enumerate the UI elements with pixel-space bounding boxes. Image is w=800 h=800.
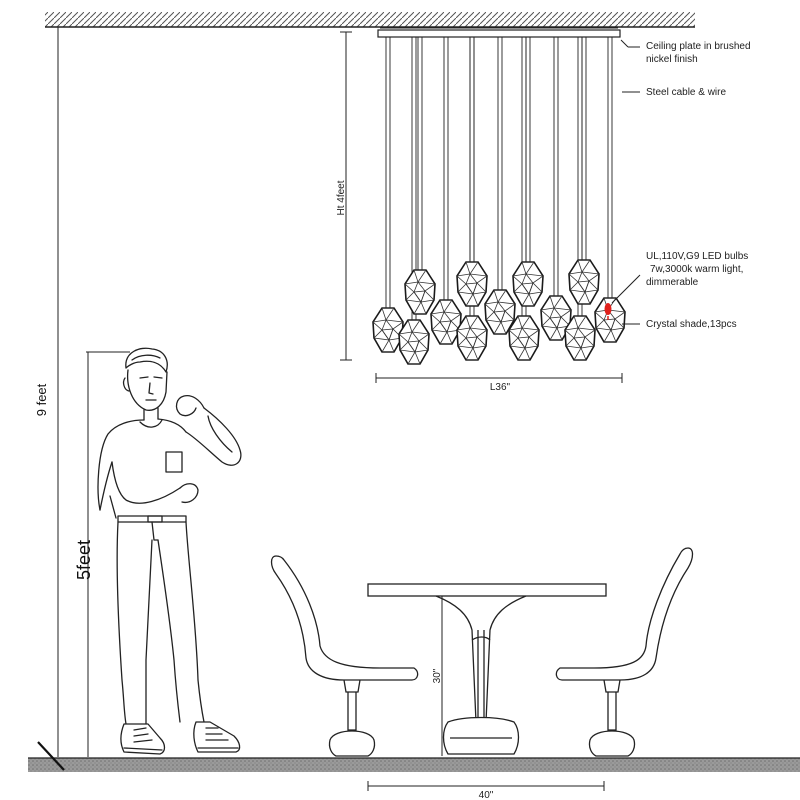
crystal-shade [564, 315, 597, 361]
steel-cable-label: Steel cable & wire [646, 87, 726, 98]
person-height-dimension: 5feet [74, 351, 130, 757]
ceiling-plate-label-2: nickel finish [646, 54, 698, 65]
fixture-height-dimension: Ht 4feet [336, 31, 352, 361]
bulbs-label-3: dimmerable [646, 277, 699, 288]
person-height-label: 5feet [74, 540, 94, 580]
bistro-table [367, 583, 607, 755]
crystal-shade [484, 289, 517, 335]
crystal-shade [568, 259, 601, 305]
crystal-shade [540, 295, 573, 341]
table-height-dimension: 30" [432, 596, 443, 756]
crystal-shade [456, 315, 489, 361]
crystal-shade [398, 319, 431, 365]
crystal-shade-label: Crystal shade,13pcs [646, 319, 737, 330]
bulbs-label-2: 7w,3000k warm light, [650, 264, 743, 275]
crystal-shades [372, 259, 627, 365]
ceiling-height-dimension: 9 feet [34, 27, 59, 757]
ceiling-height-label: 9 feet [34, 383, 49, 416]
table-height-label: 30" [432, 668, 443, 683]
fixture-length-label: L36" [490, 382, 511, 393]
crystal-shade [508, 315, 541, 361]
fixture-length-dimension: L36" [375, 373, 623, 393]
ceiling-plate [377, 27, 621, 38]
crystal-shade [430, 299, 463, 345]
fixture-height-label: Ht 4feet [336, 180, 347, 215]
table-width-dimension: 40" [367, 781, 605, 800]
right-chair [555, 547, 694, 757]
ceiling-plate-label-1: Ceiling plate in brushed [646, 41, 751, 52]
led-bulb-highlight [604, 303, 612, 320]
callout-ceiling-plate: Ceiling plate in brushed nickel finish [620, 39, 751, 65]
left-chair [270, 555, 419, 757]
table-width-label: 40" [479, 790, 494, 800]
person-figure [97, 347, 242, 755]
crystal-shade [512, 261, 545, 307]
callout-steel-cable: Steel cable & wire [622, 87, 726, 98]
crystal-shade [404, 269, 437, 315]
crystal-shade [456, 261, 489, 307]
crystal-shade [594, 297, 627, 343]
callout-led-bulbs: UL,110V,G9 LED bulbs 7w,3000k warm light… [611, 251, 748, 304]
crystal-shade [372, 307, 405, 353]
floor [28, 741, 800, 772]
bulbs-label-1: UL,110V,G9 LED bulbs [646, 251, 748, 262]
ceiling [45, 12, 695, 28]
callout-crystal-shade: Crystal shade,13pcs [622, 319, 737, 330]
